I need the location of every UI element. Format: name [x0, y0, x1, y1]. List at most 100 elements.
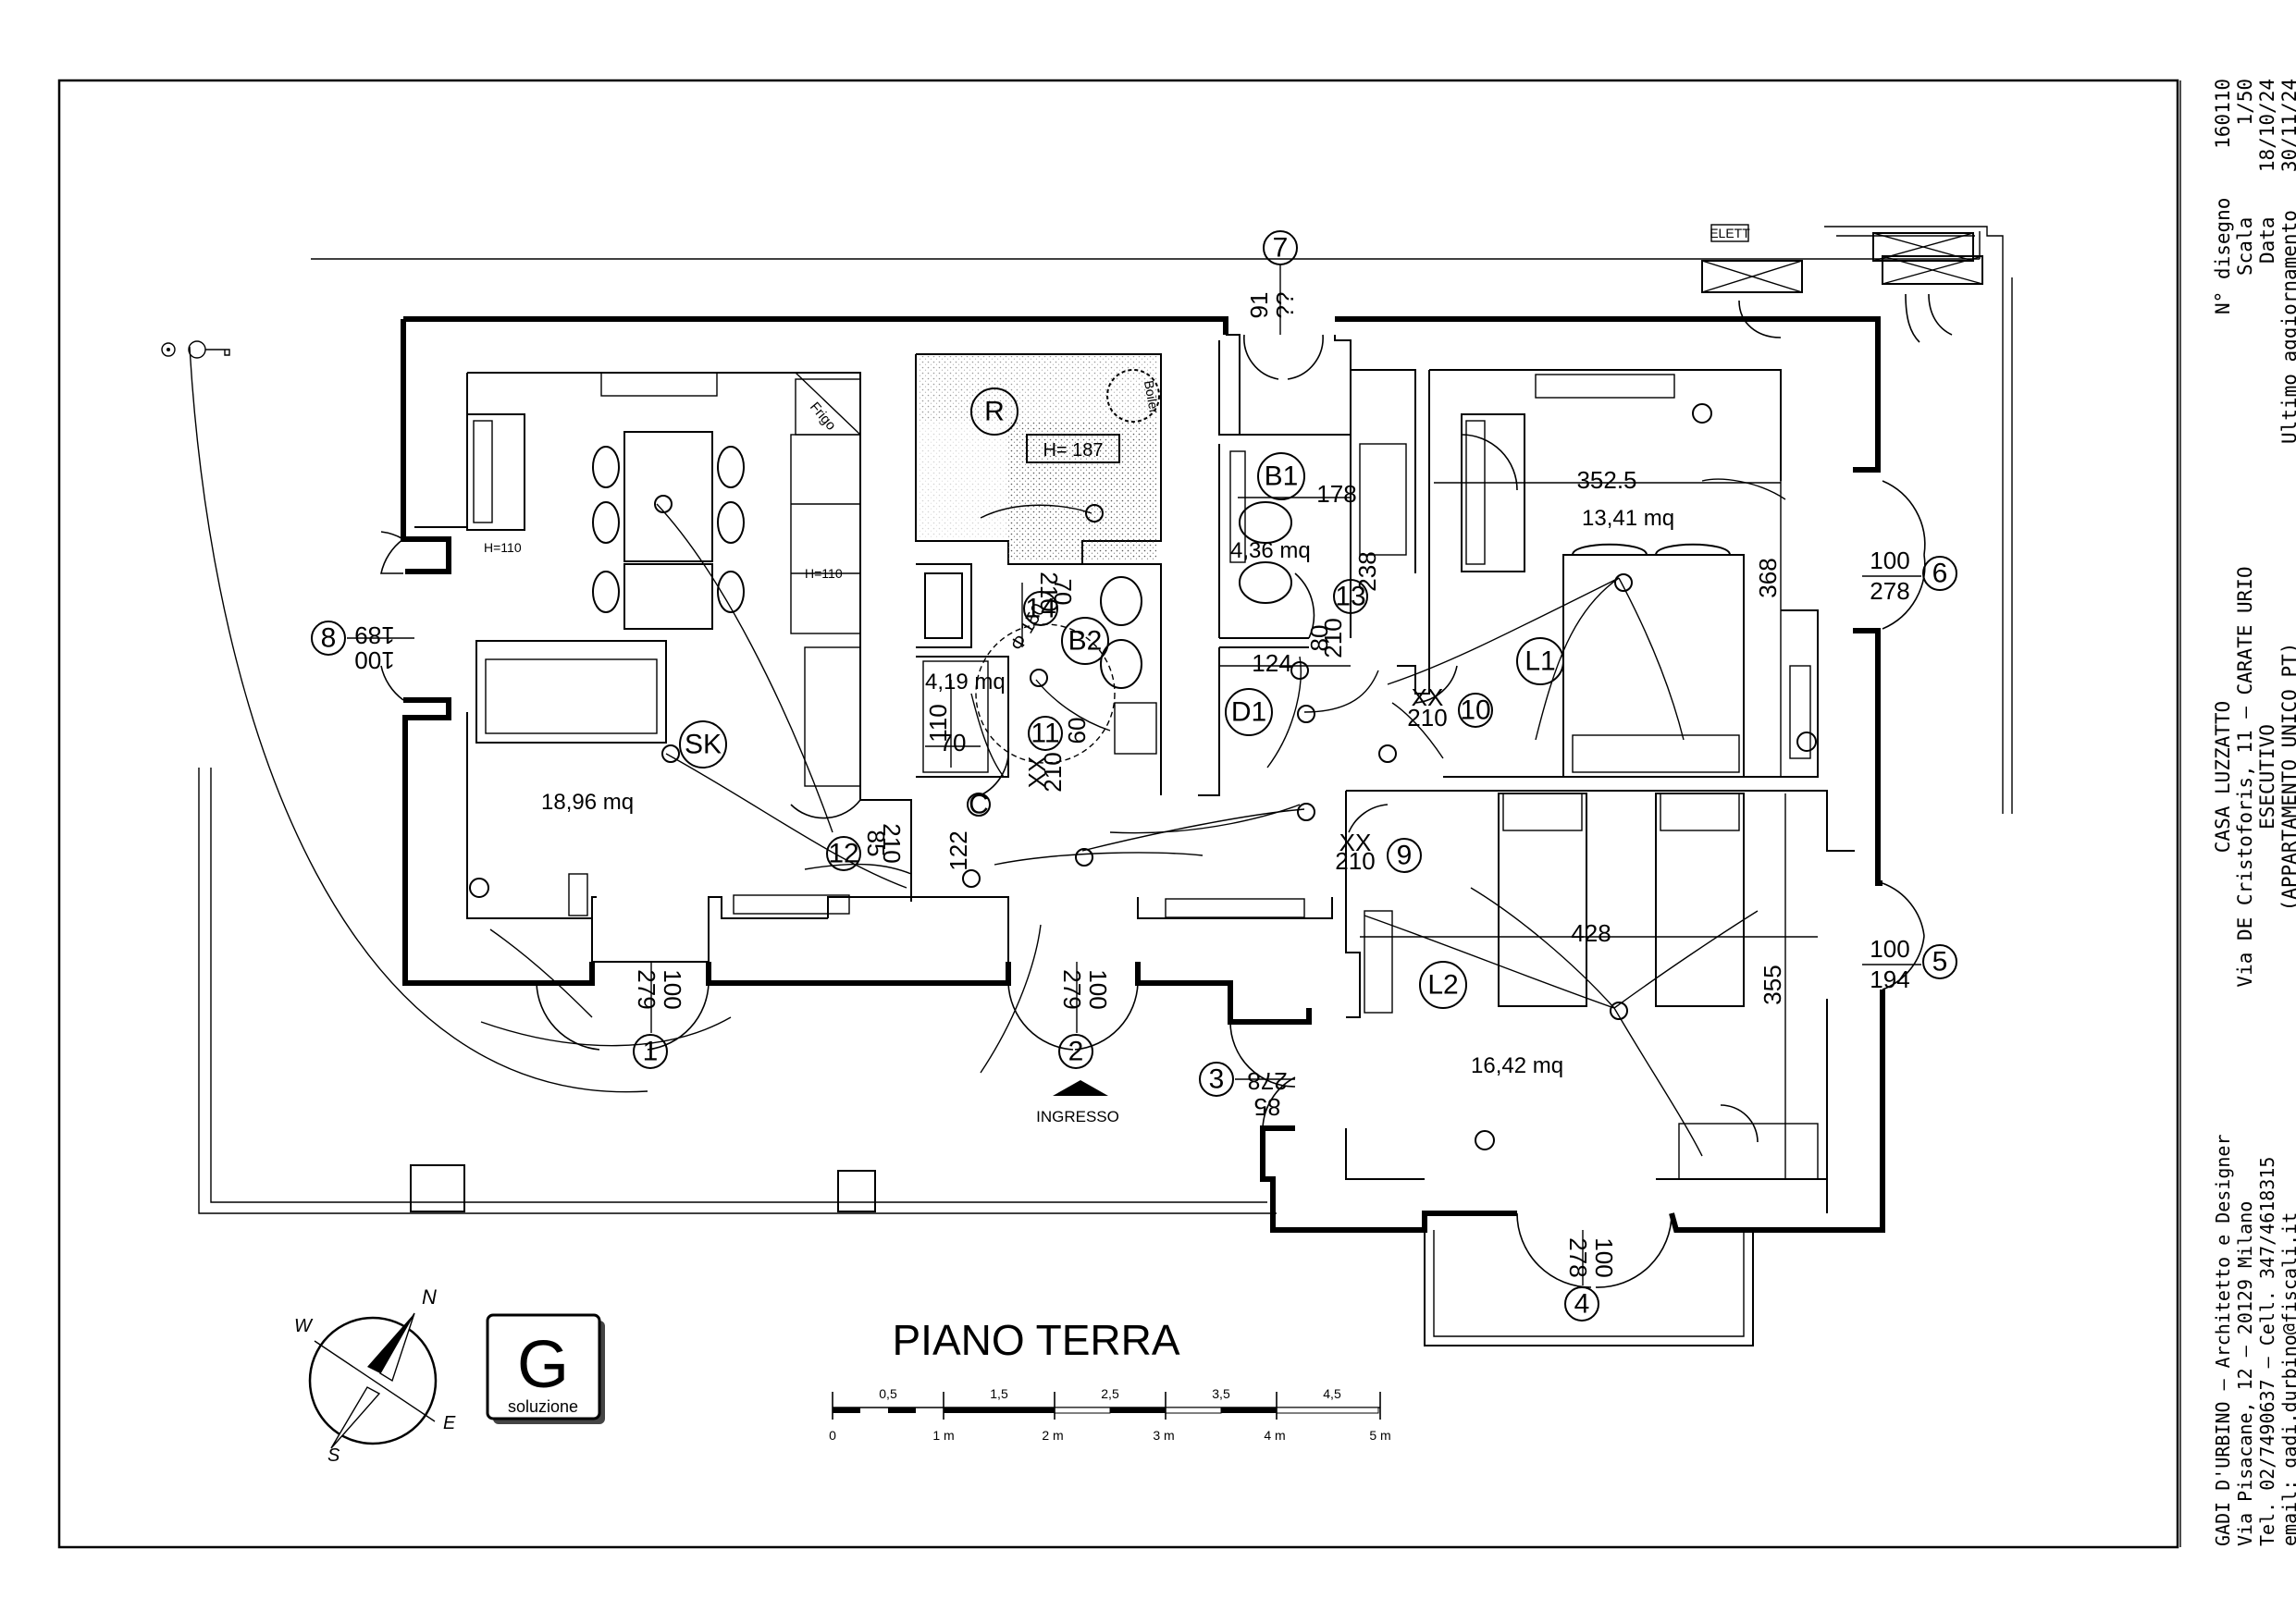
svg-text:279: 279: [633, 969, 660, 1009]
furniture: [410, 372, 1819, 1346]
compass-rose-icon: [308, 1312, 438, 1449]
author-line-4: email: gadi.durbino@fiscali.it: [2278, 1212, 2296, 1546]
svg-text:soluzione: soluzione: [508, 1397, 578, 1416]
light-points: [654, 495, 1633, 1020]
room-id-r: R: [984, 397, 1005, 427]
svg-text:3: 3: [1209, 1064, 1225, 1095]
dim-210-b1: 210: [1319, 618, 1347, 658]
dim-210-9: 210: [1335, 847, 1375, 875]
svg-text:91: 91: [1245, 292, 1273, 319]
dim-80: 80: [1305, 625, 1333, 652]
door-number-12: 12: [828, 839, 858, 869]
dim-l1-depth: 368: [1754, 558, 1782, 597]
author-line-2: Via Pisacane, 12 – 20129 Milano: [2234, 1201, 2256, 1546]
compass-w: W: [294, 1316, 314, 1336]
svg-text:278: 278: [1247, 1067, 1287, 1095]
frigo-label: Frigo: [807, 400, 839, 434]
dim-l2-depth: 355: [1759, 965, 1786, 1004]
room-id-d1: D1: [1231, 697, 1266, 728]
room-area-l2: 16,42 mq: [1471, 1053, 1563, 1078]
room-area-b2: 4,19 mq: [925, 670, 1006, 695]
dim-l1-width: 352.5: [1576, 466, 1636, 494]
dim-d1-width: 124: [1252, 649, 1291, 677]
room-id-l1: L1: [1524, 646, 1555, 677]
exterior-walls: [401, 316, 1885, 1233]
compass-s: S: [327, 1445, 340, 1466]
dim-l2-width: 428: [1571, 919, 1611, 947]
svg-text:4: 4: [1574, 1289, 1590, 1320]
svg-text:100: 100: [354, 646, 394, 674]
site-boundary: [189, 226, 2013, 1214]
room-area-b1: 4,36 mq: [1230, 538, 1311, 563]
opening-tag-1: 1 100 279: [633, 962, 686, 1069]
room-id-l2: L2: [1427, 970, 1458, 1001]
scale-minor-0: 0,5: [879, 1386, 897, 1401]
opening-tag-5: 5 100 194: [1862, 935, 1957, 993]
svg-text:278: 278: [1870, 577, 1909, 605]
update-value: 30/11/24: [2278, 79, 2296, 172]
svg-text:279: 279: [1058, 969, 1086, 1009]
interior-walls: [414, 334, 1855, 1213]
svg-text:85: 85: [1254, 1093, 1281, 1121]
room-area-sk: 18,96 mq: [541, 790, 634, 815]
author-line-3: Tel. 02/7490637 – Cell. 347/4618315: [2256, 1157, 2278, 1546]
title-block: GADI D'URBINO – Architetto e Designer Vi…: [2179, 79, 2296, 1547]
dim-xx-9: XX: [1339, 829, 1372, 856]
opening-tag-2: 2 100 279: [1058, 962, 1112, 1069]
svg-text:100: 100: [659, 969, 686, 1009]
scale-label-1: 1 m: [932, 1428, 954, 1443]
update-label: Ultimo aggiornamento: [2278, 210, 2296, 444]
svg-text:1: 1: [643, 1037, 659, 1067]
dim-238: 238: [1353, 551, 1381, 591]
door-number-13: 13: [1335, 582, 1365, 612]
opening-tag-8: 8 100 189: [311, 621, 414, 674]
storage-room-hatch: [1008, 421, 1156, 559]
door-number-14: 14: [1025, 594, 1055, 624]
project-line-1: CASA LUZZATTO: [2212, 701, 2234, 853]
compass-n: N: [422, 1285, 437, 1309]
svg-text:278: 278: [1564, 1237, 1592, 1277]
opening-tag-4: 4 100 278: [1564, 1230, 1618, 1322]
svg-text:189: 189: [354, 621, 394, 649]
window-units-top-right: [1701, 232, 1983, 343]
dim-60: 60: [1063, 718, 1091, 744]
project-line-3: ESECUTIVO: [2256, 724, 2278, 830]
scale-bar: [832, 1392, 1381, 1420]
svg-text:2: 2: [1068, 1037, 1084, 1067]
project-line-4: (APPARTAMENTO UNICO PT): [2278, 643, 2296, 912]
dim-xx-10: XX: [1412, 683, 1444, 711]
svg-text:7: 7: [1273, 233, 1289, 264]
dim-122: 122: [944, 830, 972, 870]
entrance-label: INGRESSO: [1036, 1108, 1119, 1125]
door-number-9: 9: [1397, 841, 1413, 871]
scale-label: Scala: [2234, 217, 2256, 276]
scale-minor-2: 2,5: [1101, 1386, 1119, 1401]
scale-value: 1/50: [2234, 79, 2256, 126]
dim-b2-depth: 110: [924, 704, 952, 742]
dimension-lines: [925, 379, 1818, 1179]
scale-minor-4: 4,5: [1323, 1386, 1341, 1401]
svg-text:G: G: [517, 1328, 569, 1402]
electrical-wiring: [480, 478, 1786, 1157]
compass-e: E: [443, 1413, 456, 1433]
dim-xx-11: XX: [1023, 756, 1051, 789]
svg-text:5: 5: [1932, 947, 1948, 977]
svg-text:100: 100: [1870, 547, 1909, 574]
dim-210-12: 210: [878, 823, 906, 863]
drawing-no-label: N° disegno: [2212, 198, 2234, 314]
scale-minor-1: 1,5: [990, 1386, 1008, 1401]
project-line-2: Via DE Cristoforis, 11 – CARATE URIO: [2234, 566, 2256, 987]
dim-210-10: 210: [1407, 704, 1447, 732]
earth-symbols: [469, 403, 1817, 1150]
svg-text:194: 194: [1870, 965, 1909, 993]
h110-label-kitchen: H=110: [805, 566, 843, 581]
drawing-no-value: 160110: [2212, 79, 2234, 149]
room-id-sk: SK: [685, 730, 722, 760]
svg-text:??: ??: [1271, 292, 1299, 319]
h110-label-living: H=110: [484, 540, 522, 555]
room-id-b1: B1: [1265, 461, 1299, 492]
scale-minor-3: 3,5: [1212, 1386, 1230, 1401]
svg-text:100: 100: [1870, 935, 1909, 963]
dim-70: 70: [1049, 579, 1077, 606]
